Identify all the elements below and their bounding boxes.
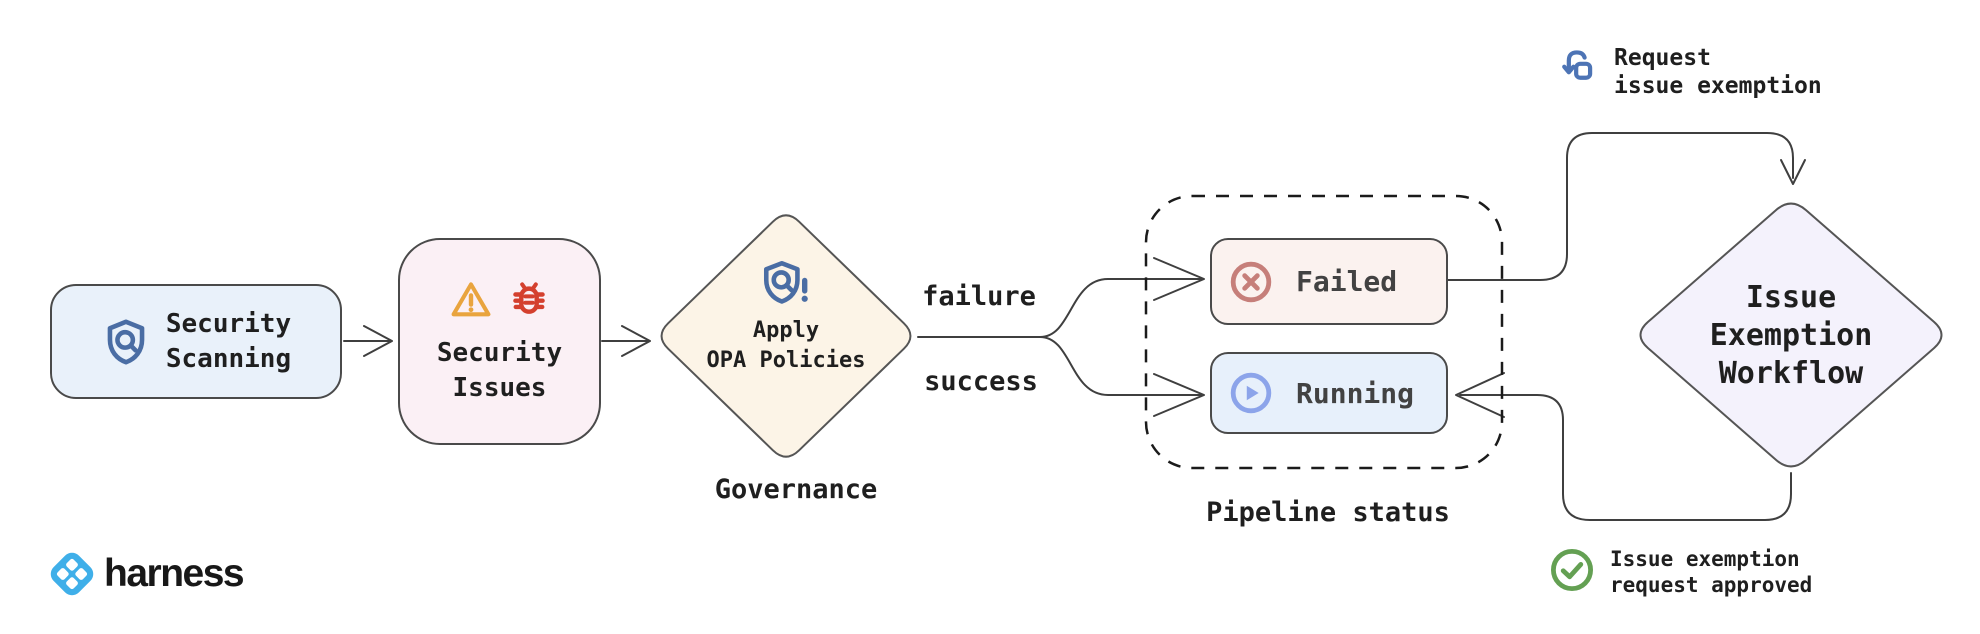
issue-icons bbox=[449, 278, 551, 322]
node-failed: Failed bbox=[1210, 238, 1448, 325]
shield-search-icon bbox=[101, 317, 151, 367]
node-running: Running bbox=[1210, 352, 1448, 434]
node-security-issues: Security Issues bbox=[398, 238, 601, 445]
node-issue-exemption-workflow: Issue Exemption Workflow bbox=[1671, 278, 1911, 394]
circle-play-icon bbox=[1228, 370, 1274, 416]
annotation-label: Request issue exemption bbox=[1614, 45, 1822, 99]
circle-x-icon bbox=[1228, 259, 1274, 305]
annotation-request-exemption: Request issue exemption bbox=[1556, 44, 1822, 100]
shield-alert-icon bbox=[759, 256, 813, 310]
status-label: Running bbox=[1296, 376, 1415, 410]
harness-logo-icon bbox=[46, 548, 98, 600]
edge-label-failure: failure bbox=[922, 281, 1036, 312]
pipeline-status-container bbox=[1144, 194, 1504, 470]
node-label: Security Scanning bbox=[165, 308, 292, 374]
pipeline-status-caption: Pipeline status bbox=[1206, 497, 1450, 528]
exemption-diamond-shape bbox=[1639, 202, 1943, 468]
node-label: Issue Exemption Workflow bbox=[1709, 280, 1873, 391]
harness-wordmark: harness bbox=[104, 552, 245, 595]
edge-label-success: success bbox=[924, 366, 1038, 397]
check-circle-icon bbox=[1548, 546, 1596, 594]
governance-diamond-shape bbox=[660, 214, 912, 458]
annotation-request-approved: Issue exemption request approved bbox=[1548, 546, 1812, 598]
node-label: Security Issues bbox=[436, 337, 563, 403]
bug-icon bbox=[507, 278, 551, 322]
node-label: Apply OPA Policies bbox=[706, 318, 866, 373]
tap-gesture-icon bbox=[1556, 44, 1600, 88]
governance-caption: Governance bbox=[714, 474, 878, 505]
harness-logo: harness bbox=[46, 548, 245, 600]
status-label: Failed bbox=[1296, 265, 1398, 298]
node-apply-opa-policies: Apply OPA Policies bbox=[666, 246, 906, 386]
annotation-label: Issue exemption request approved bbox=[1610, 547, 1813, 597]
node-security-scanning: Security Scanning bbox=[50, 284, 342, 399]
warning-triangle-icon bbox=[449, 278, 493, 322]
